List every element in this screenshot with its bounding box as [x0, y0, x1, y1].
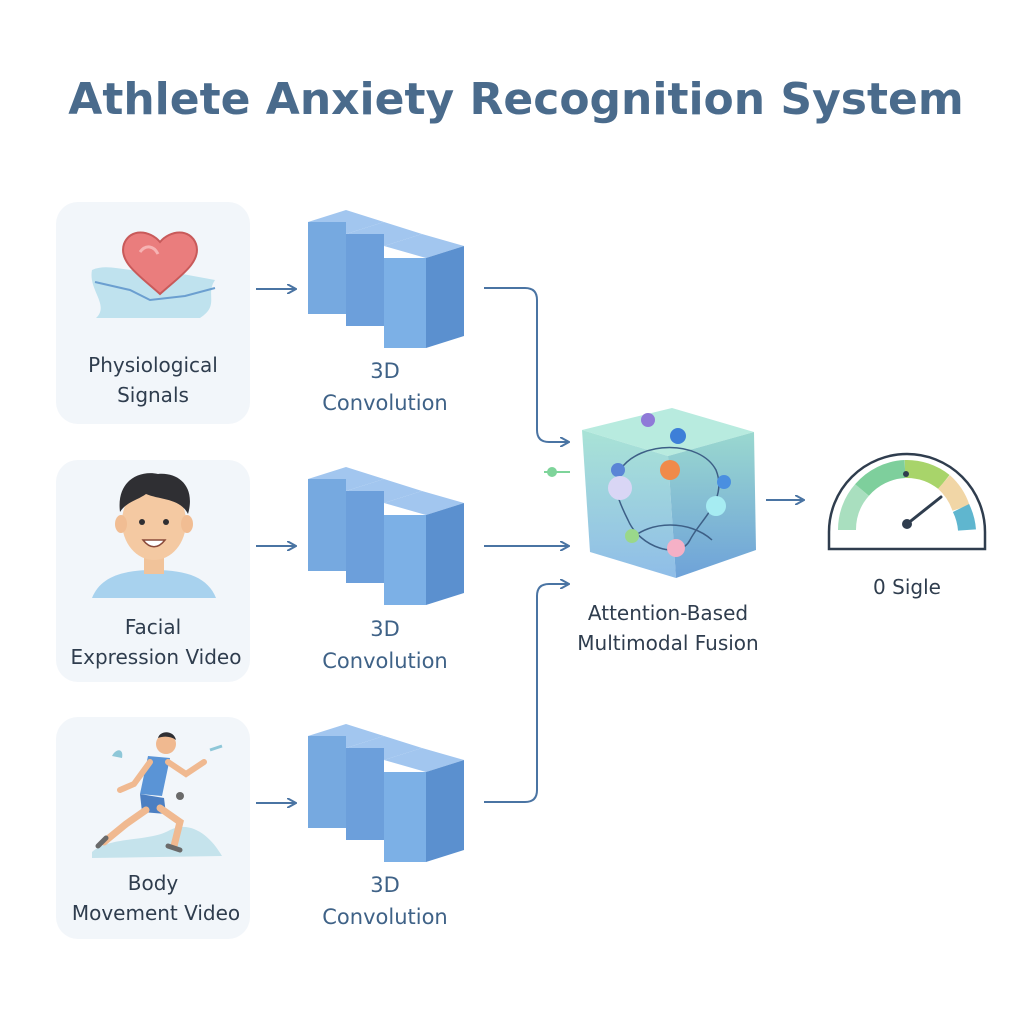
conv-block-2: 3D Convolution: [308, 467, 464, 673]
input-label-line2: Expression Video: [71, 645, 242, 669]
conv-label-line2: Convolution: [322, 905, 447, 929]
arrow-conv1-to-fusion: [484, 287, 568, 442]
conv-block-3: 3D Convolution: [308, 724, 464, 929]
input-card-facial: Facial Expression Video: [56, 460, 250, 682]
conv-label-line2: Convolution: [322, 391, 447, 415]
input-label-line1: Body: [128, 871, 179, 895]
face-icon: [92, 473, 216, 598]
input-card-physiological: Physiological Signals: [56, 202, 250, 424]
conv-label-line1: 3D: [370, 873, 400, 897]
fusion-label-line1: Attention-Based: [588, 601, 748, 625]
fusion-label-line2: Multimodal Fusion: [577, 631, 758, 655]
input-card-body: Body Movement Video: [56, 717, 250, 939]
input-label-line1: Facial: [125, 615, 181, 639]
input-label-line2: Signals: [117, 383, 189, 407]
conv-label-line1: 3D: [370, 359, 400, 383]
input-label-line2: Movement Video: [72, 901, 240, 925]
arrow-conv3-to-fusion: [484, 584, 568, 803]
runner-icon: [92, 732, 223, 858]
gauge-icon: [827, 452, 987, 551]
conv-label-line1: 3D: [370, 617, 400, 641]
page-title: Athlete Anxiety Recognition System: [68, 74, 963, 125]
gauge-label: 0 Sigle: [873, 575, 941, 599]
conv-block-1: 3D Convolution: [308, 210, 464, 415]
heart-signal-icon: [91, 231, 216, 318]
input-label-line1: Physiological: [88, 353, 218, 377]
conv-label-line2: Convolution: [322, 649, 447, 673]
fusion-cube: Attention-Based Multimodal Fusion: [544, 408, 759, 655]
